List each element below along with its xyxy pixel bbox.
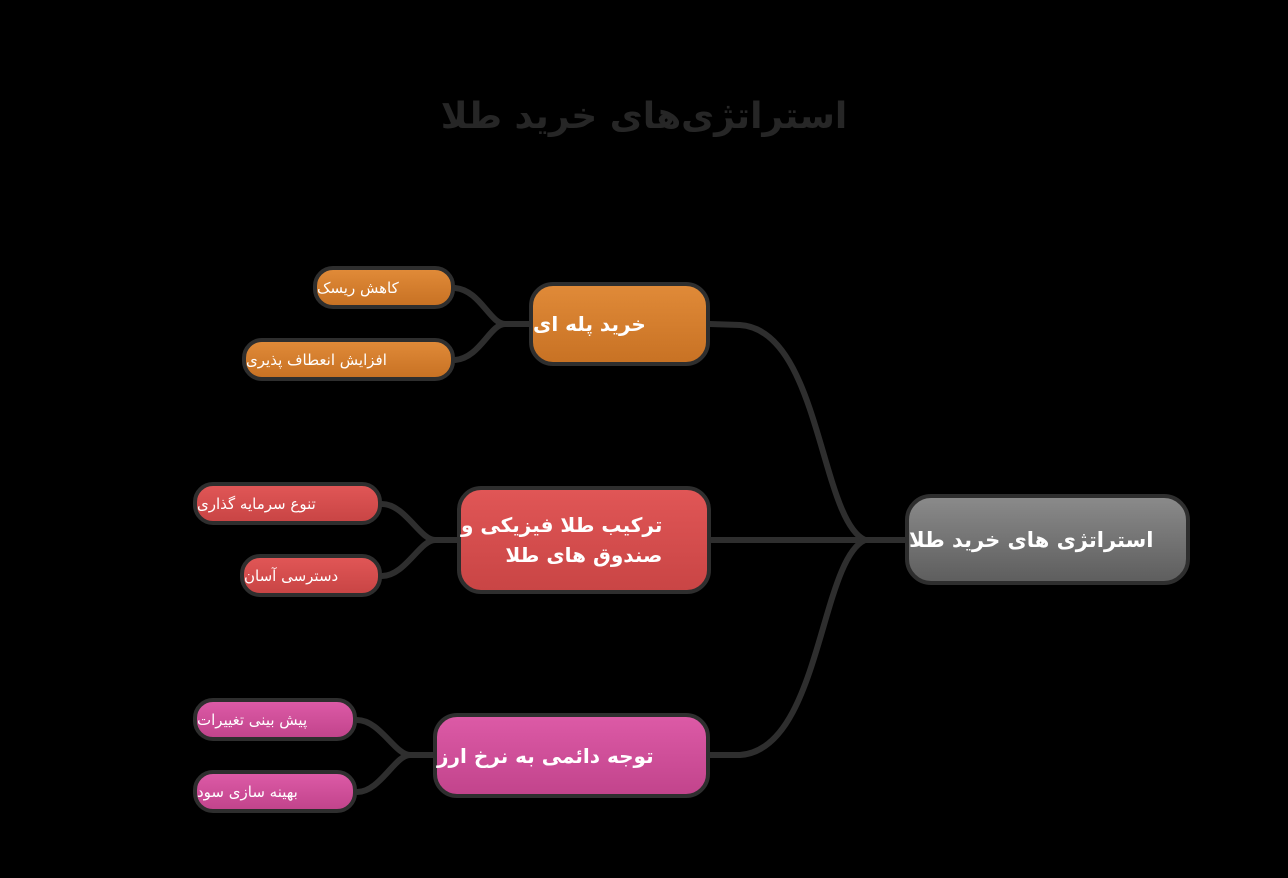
leaf-label: تنوع سرمایه گذاری <box>197 494 316 513</box>
branch-label: خرید پله ای <box>533 312 646 336</box>
branch-label-line2: صندوق های طلا <box>505 543 663 567</box>
leaf-node-risk-reduction[interactable]: کاهش ریسک <box>313 266 455 309</box>
diagram-title: استراتژی‌های خرید طلا <box>440 96 848 137</box>
leaf-label: دسترسی آسان <box>244 566 339 585</box>
leaf-node-easy-access[interactable]: دسترسی آسان <box>240 554 382 597</box>
leaf-label: بهینه سازی سود <box>197 782 298 801</box>
leaf-label: افزایش انعطاف پذیری <box>246 350 387 369</box>
root-node-label: استراتژی های خرید طلا <box>909 527 1154 552</box>
leaf-node-flexibility[interactable]: افزایش انعطاف پذیری <box>242 338 455 381</box>
leaf-node-profit-optimization[interactable]: بهینه سازی سود <box>193 770 357 813</box>
leaf-label: پیش بینی تغییرات <box>197 710 308 729</box>
leaf-node-forecast-changes[interactable]: پیش بینی تغییرات <box>193 698 357 741</box>
branch-node-exchange-rate[interactable]: توجه دائمی به نرخ ارز <box>433 713 710 798</box>
root-node[interactable]: استراتژی های خرید طلا <box>905 494 1190 585</box>
branch-node-staggered-buying[interactable]: خرید پله ای <box>529 282 710 366</box>
branch-node-combined-gold[interactable]: ترکیب طلا فیزیکی و صندوق های طلا <box>457 486 711 594</box>
leaf-node-diversification[interactable]: تنوع سرمایه گذاری <box>193 482 382 525</box>
leaf-label: کاهش ریسک <box>317 278 399 297</box>
branch-label-line1: ترکیب طلا فیزیکی و <box>461 513 663 537</box>
branch-label: توجه دائمی به نرخ ارز <box>437 743 654 768</box>
